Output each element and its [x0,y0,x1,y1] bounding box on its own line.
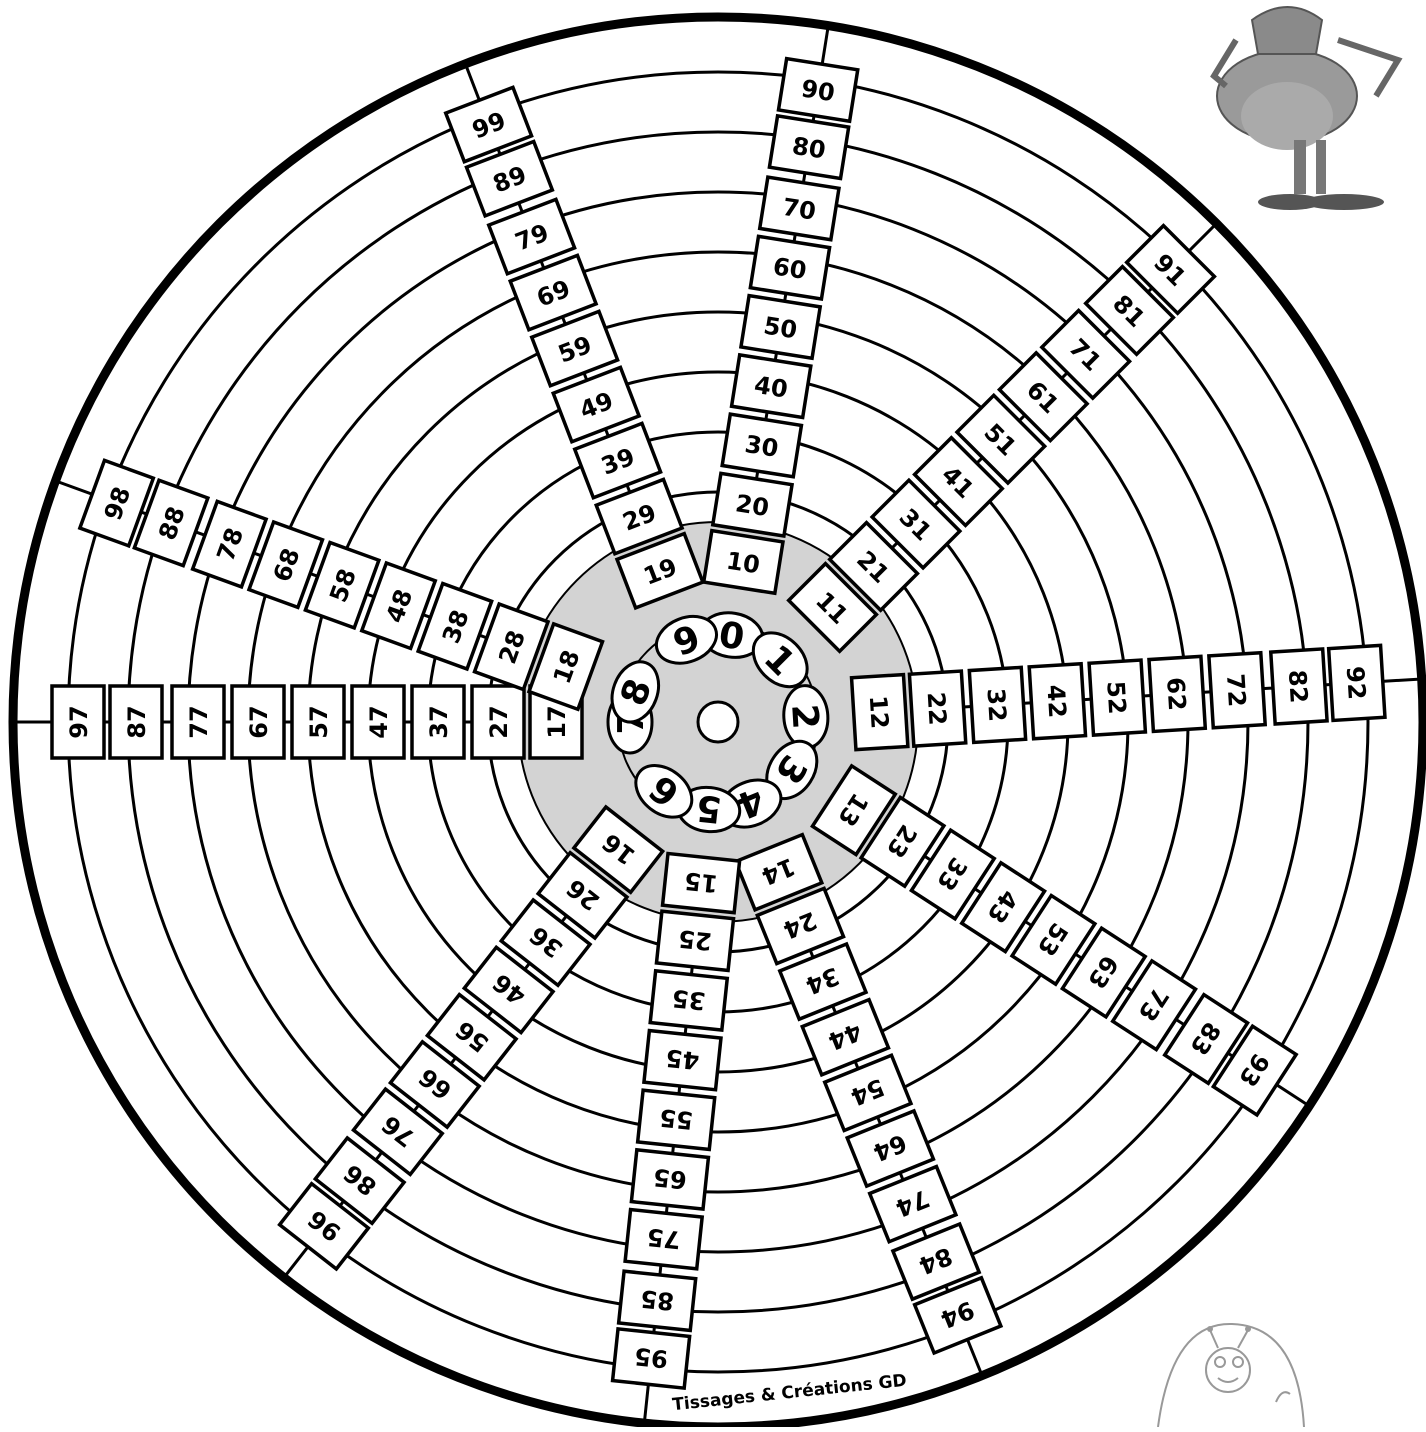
number-tag-label: 90 [799,74,836,107]
number-tag-label: 40 [752,371,789,404]
number-tag-label: 25 [677,924,713,955]
number-tag-label: 30 [743,430,780,463]
number-tag-label: 85 [639,1284,675,1315]
number-tag-12: 12 [852,675,908,750]
number-tag-label: 10 [724,547,761,580]
number-tag-label: 35 [671,984,707,1015]
number-tag-label: 47 [365,705,393,738]
number-tag-label: 70 [781,193,818,226]
number-tag-label: 32 [981,687,1011,722]
number-tag-label: 97 [65,705,93,738]
number-tag-45: 45 [644,1031,721,1090]
number-tag-42: 42 [1029,664,1085,739]
number-tag-label: 77 [185,705,213,738]
number-tag-70: 70 [760,177,839,240]
number-tag-label: 20 [734,489,771,522]
number-tag-label: 65 [652,1163,688,1194]
number-tag-22: 22 [909,671,965,746]
number-tag-label: 55 [658,1103,694,1134]
number-tag-37: 37 [412,686,464,758]
number-tag-label: 57 [305,705,333,738]
number-tag-label: 12 [864,695,894,730]
number-tag-label: 80 [790,132,827,165]
number-tag-25: 25 [656,911,733,970]
number-tag-97: 97 [52,686,104,758]
number-tag-35: 35 [650,971,727,1030]
number-tag-label: 45 [664,1043,700,1074]
number-tag-label: 67 [245,705,273,738]
center-hole [698,702,738,742]
number-tag-87: 87 [110,686,162,758]
number-tag-60: 60 [750,236,829,299]
number-tag-10: 10 [704,531,783,594]
number-tag-label: 92 [1341,665,1371,700]
number-tag-label: 15 [683,866,719,897]
number-tag-92: 92 [1329,645,1385,720]
number-tag-32: 32 [969,667,1025,742]
number-tag-15: 15 [663,853,740,912]
number-tag-75: 75 [625,1210,702,1269]
number-tag-label: 50 [762,311,799,344]
number-tag-47: 47 [352,686,404,758]
center-digit-label: 2 [783,703,825,731]
number-tag-label: 42 [1041,684,1071,719]
number-tag-30: 30 [722,414,801,477]
number-tag-77: 77 [172,686,224,758]
number-tag-85: 85 [619,1271,696,1330]
number-tag-label: 22 [922,691,952,726]
number-tag-82: 82 [1271,649,1327,724]
center-digit-label: 5 [694,786,723,829]
number-tag-label: 82 [1283,669,1313,704]
number-tag-27: 27 [472,686,524,758]
number-tag-label: 72 [1221,673,1251,708]
number-tag-40: 40 [732,355,811,418]
number-tag-label: 95 [633,1342,669,1373]
number-tag-65: 65 [631,1150,708,1209]
number-tag-label: 52 [1101,680,1131,715]
mascot-illustration [1214,0,1416,214]
number-tag-50: 50 [741,296,820,359]
number-tag-72: 72 [1209,653,1265,728]
bee-logo [1158,1324,1304,1427]
number-tag-label: 75 [646,1222,682,1253]
number-tag-label: 62 [1161,676,1191,711]
number-tag-57: 57 [292,686,344,758]
number-tag-80: 80 [769,116,848,179]
number-tag-label: 37 [425,705,453,738]
number-tag-52: 52 [1089,660,1145,735]
number-tag-20: 20 [713,473,792,536]
number-tag-95: 95 [613,1329,690,1388]
number-tag-label: 17 [543,705,571,738]
number-tag-62: 62 [1149,656,1205,731]
number-tag-55: 55 [638,1090,715,1149]
number-tag-label: 87 [123,705,151,738]
number-tag-label: 27 [485,705,513,738]
number-tag-90: 90 [778,59,857,122]
number-tag-67: 67 [232,686,284,758]
number-tag-label: 60 [771,252,808,285]
